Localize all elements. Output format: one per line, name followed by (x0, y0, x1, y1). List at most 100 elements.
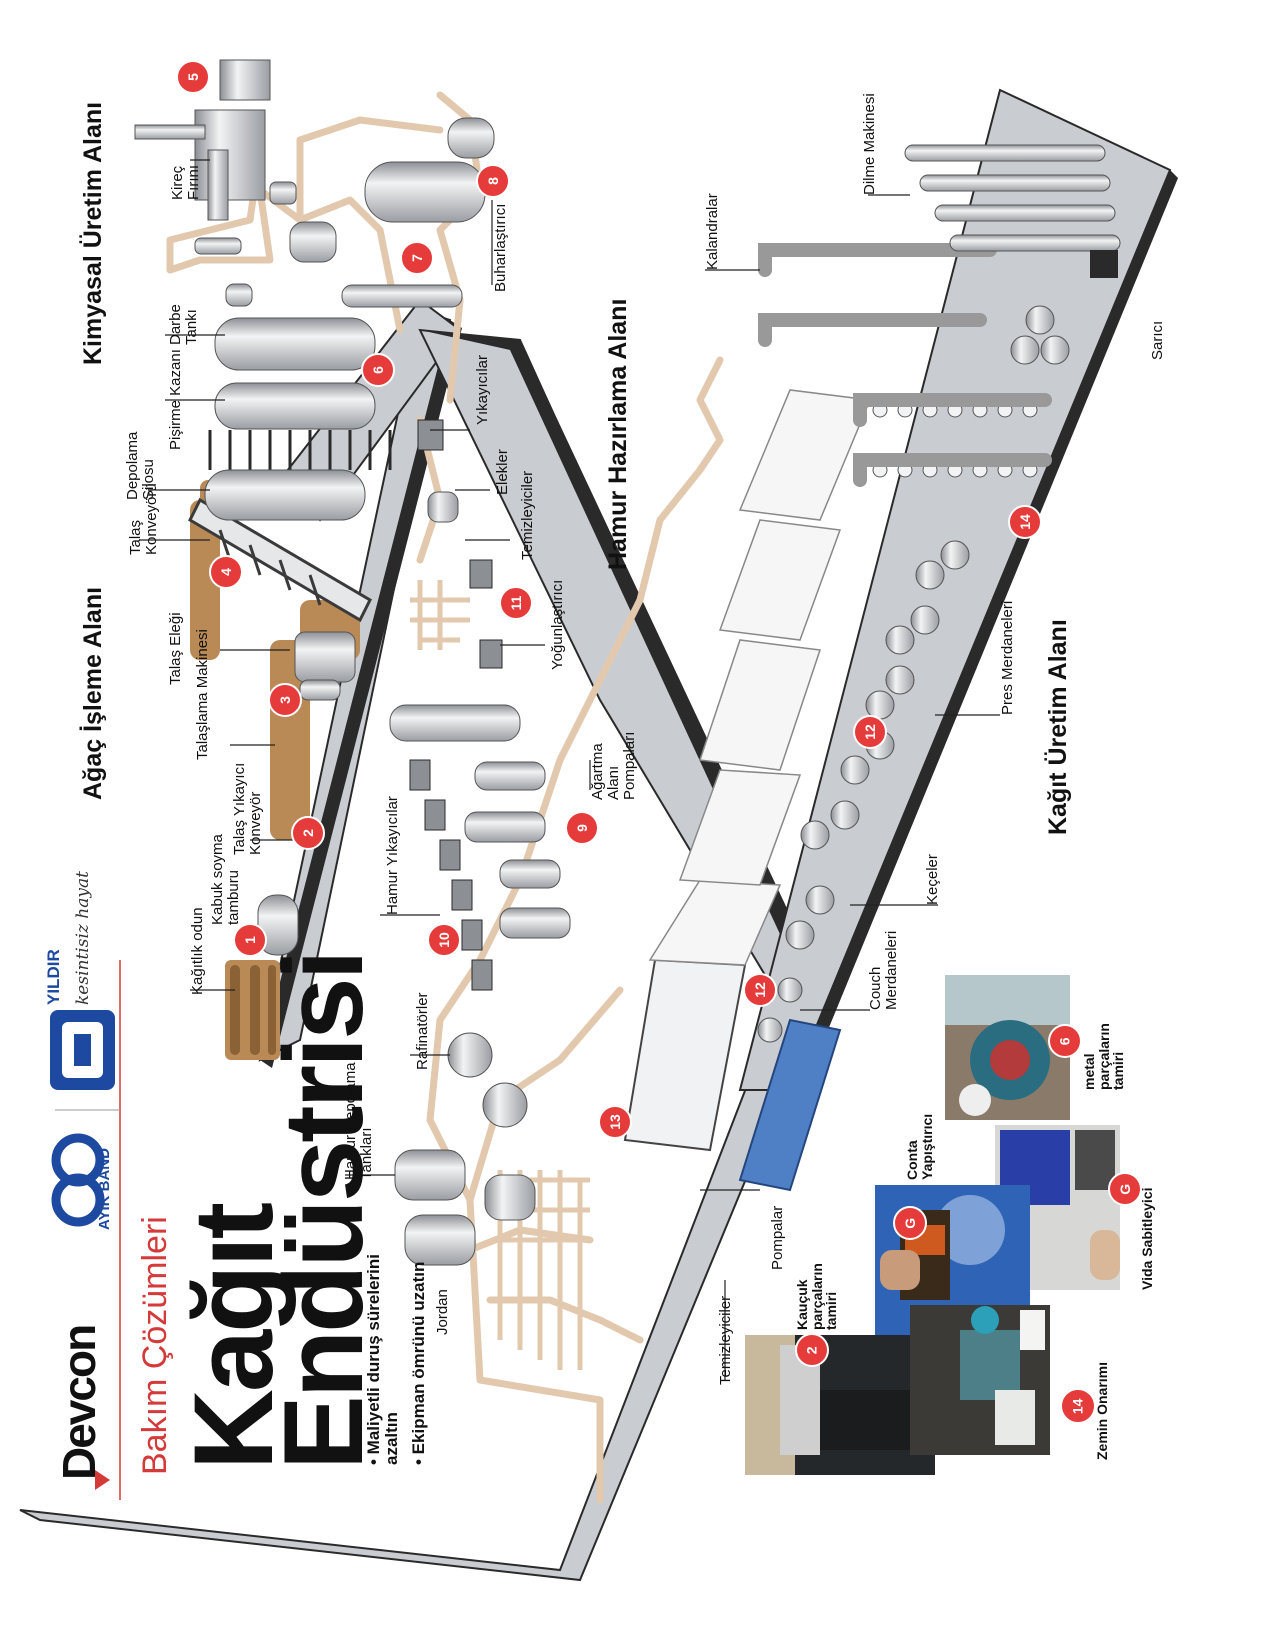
pulp-storage-tanks (394, 1149, 536, 1266)
series-title: Bakım Çözümleri (136, 1216, 174, 1475)
label-reel: Sarıcı (1149, 320, 1166, 360)
badge-kaucuk: 2 (795, 1333, 829, 1367)
marker-circle (476, 164, 510, 198)
badge-metal: 6 (1048, 1024, 1082, 1058)
marker-circle (743, 973, 777, 1007)
label-refiners: Rafinatörler (414, 992, 431, 1070)
label-calenders: Kalandralar (704, 193, 721, 270)
label-slitter: Dilme Makinesi (861, 93, 878, 195)
marker-circle (291, 816, 325, 850)
label-washers: Yıkayıcılar (474, 354, 491, 425)
label-felts: Keçeler (924, 854, 941, 905)
label-couch-rolls: Couch Merdaneleri (867, 930, 900, 1010)
marker-number: 12 (752, 982, 768, 998)
refiners (447, 1032, 528, 1128)
marker-2: 2 (291, 816, 325, 850)
label-pumps: Pompalar (769, 1205, 786, 1270)
caption-floor-repair: Zemin Onarımı (1094, 1361, 1110, 1460)
marker-5: 5 (176, 60, 210, 94)
marker-4: 4 (209, 555, 243, 589)
badge-vida: G (1108, 1172, 1142, 1206)
evaporator (341, 117, 495, 308)
calender-stacks (758, 243, 1052, 487)
marker-number: 3 (277, 696, 293, 704)
label-digester: Pişirme Kazanı (167, 349, 184, 450)
marker-number: 7 (409, 254, 425, 262)
marker-circle (499, 586, 533, 620)
area-chemical: Kimyasal Üretim Alanı (79, 101, 107, 365)
marker-circle (598, 1105, 632, 1139)
caption-gasket-sealant: Conta Yapıştırıcı (904, 1113, 935, 1180)
label-press-rolls: Pres Merdaneleri (999, 600, 1016, 715)
marker-14: 14 (1008, 505, 1042, 539)
label-debarking-drum: Kabuk soyma tamburu (209, 834, 242, 925)
label-cleaners-bottom: Temizleyiciler (717, 1295, 734, 1385)
marker-number: 12 (862, 724, 878, 740)
wood-processing-platform (258, 308, 462, 1068)
marker-number: 10 (436, 932, 452, 948)
marker-circle (400, 241, 434, 275)
caption-thread-locker: Vida Sabitleyici (1139, 1187, 1155, 1290)
blow-tank-and-digester (194, 181, 376, 521)
marker-number: 13 (607, 1114, 623, 1130)
caption-rubber-repair: Kauçuk parçaların tamiri (794, 1263, 840, 1330)
area-wood: Ağaç İşleme Alanı (79, 586, 107, 800)
marker-12: 12 (743, 973, 777, 1007)
bleaching-tanks (389, 704, 571, 939)
label-evaporator: Buharlaştırıcı (492, 203, 509, 292)
badge-zemin: 14 (1060, 1388, 1096, 1424)
area-pulp: Hamur Hazırlama Alanı (604, 298, 632, 570)
marker-13: 13 (598, 1105, 632, 1139)
label-lime-kiln: Kireç Fırını (169, 164, 202, 200)
marker-number: 11 (508, 595, 524, 610)
marker-number: 2 (300, 829, 316, 837)
paper-machine-felts (648, 389, 872, 966)
photo-rubber-repair (745, 1335, 935, 1475)
label-bleach-pumps: Ağartma Alanı Pompaları (589, 731, 638, 800)
marker-number: 14 (1017, 514, 1033, 530)
pulpwood-pile (225, 960, 280, 1060)
caption-metal-repair: metal parçaların tamiri (1081, 1023, 1127, 1090)
bullet-extend-life: • Ekipman ömrünü uzatın (409, 1261, 428, 1465)
anniversary-word: YILDIR (44, 949, 63, 1005)
label-cleaners-top: Temizleyiciler (519, 470, 536, 560)
marker-8: 8 (476, 164, 510, 198)
marker-number: 5 (185, 73, 201, 81)
bullet-reduce-downtime: • Maliyetli duruş sürelerini azaltın (364, 1254, 401, 1465)
photo-floor-repair (910, 1305, 1050, 1455)
pulp-washers (409, 759, 493, 991)
label-pulp-storage: Hamur Depolama Tankları (342, 1062, 375, 1180)
chip-conveyor (188, 497, 372, 623)
photo-metal-repair (945, 975, 1070, 1120)
marker-1: 1 (233, 923, 267, 957)
ayik-band-text: AYIK BAND (96, 1148, 113, 1230)
marker-number: 6 (370, 366, 386, 374)
label-pulp-washers: Hamur Yıkayıcılar (384, 796, 401, 915)
marker-number: 4 (218, 568, 234, 576)
marker-circle (209, 555, 243, 589)
chipper (294, 631, 356, 701)
marker-11: 11 (499, 586, 533, 620)
label-jordan: Jordan (434, 1289, 451, 1335)
devcon-logo: Devcon (53, 1325, 105, 1480)
marker-9: 9 (565, 811, 599, 845)
marker-number: 8 (485, 177, 501, 185)
anniversary-25-logo (50, 1010, 115, 1090)
area-paper: Kağıt Üretim Alanı (1044, 619, 1072, 835)
marker-12: 12 (853, 715, 887, 749)
marker-circle (176, 60, 210, 94)
marker-number: 1 (242, 936, 258, 944)
label-chip-conveyor: Talaş Konveyörü (127, 483, 160, 555)
label-chipper: Talaşlama Makinesi (194, 629, 211, 760)
marker-circle (233, 923, 267, 957)
label-screens: Elekler (494, 449, 511, 495)
marker-6: 6 (361, 353, 395, 387)
marker-circle (1008, 505, 1042, 539)
slogan: kesintisiz hayat (73, 871, 93, 1005)
marker-circle (268, 683, 302, 717)
digester-rack (208, 430, 392, 470)
devcon-chevron (95, 1470, 110, 1490)
